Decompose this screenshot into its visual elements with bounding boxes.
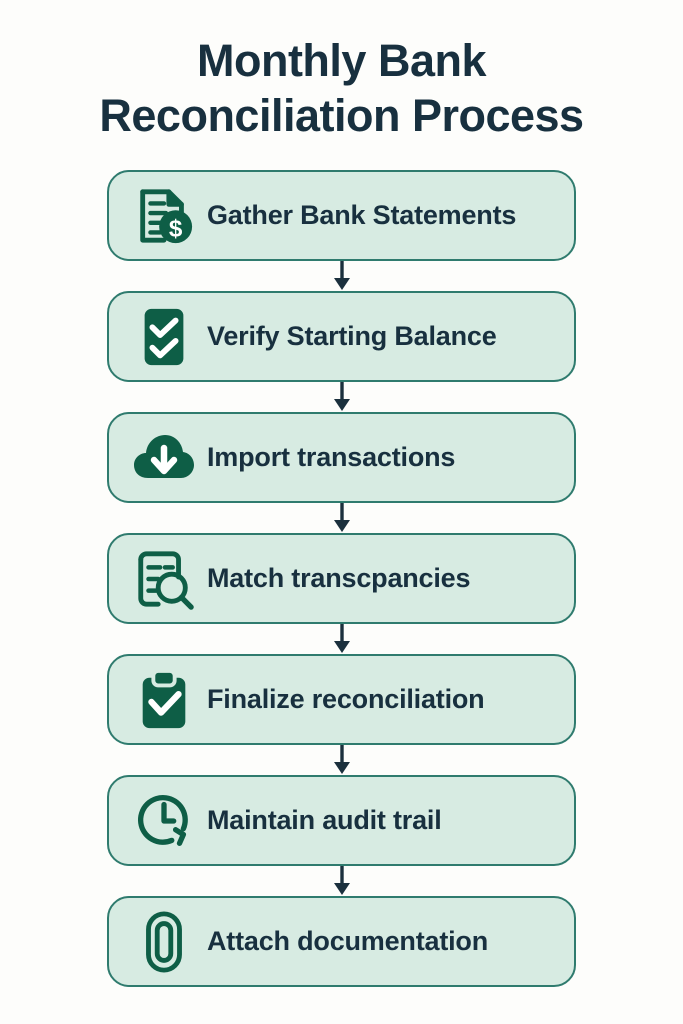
arrow-down-icon (107, 866, 576, 896)
flow-step-label-1: Gather Bank Statements (207, 200, 517, 230)
flow-step-card-3[interactable]: Import transactions (107, 412, 576, 503)
step-wrapper-6: Maintain audit trail (107, 775, 576, 866)
cloud-download-icon (131, 425, 197, 491)
step-wrapper-2: Verify Starting Balance (107, 291, 576, 382)
flow-step-card-4[interactable]: Match transcpancies (107, 533, 576, 624)
clipboard-check-icon (131, 667, 197, 733)
flow-step-label-7: Attach documentation (207, 926, 489, 956)
document-dollar-icon: $ (131, 183, 197, 249)
arrow-down-icon (107, 382, 576, 412)
flow-step-label-3: Import transactions (207, 442, 456, 472)
step-wrapper-5: Finalize reconciliation (107, 654, 576, 745)
flow-step-card-5[interactable]: Finalize reconciliation (107, 654, 576, 745)
process-flow-list: $ Gather Bank Statements (107, 170, 576, 987)
arrow-down-icon (107, 261, 576, 291)
flow-step-label-5: Finalize reconciliation (207, 684, 485, 714)
page-title: Monthly Bank Reconciliation Process (0, 33, 683, 143)
arrow-down-icon (107, 745, 576, 775)
flow-step-card-7[interactable]: Attach documentation (107, 896, 576, 987)
flow-step-card-6[interactable]: Maintain audit trail (107, 775, 576, 866)
checklist-double-check-icon (131, 304, 197, 370)
step-wrapper-3: Import transactions (107, 412, 576, 503)
flow-step-label-2: Verify Starting Balance (207, 321, 497, 351)
flow-step-card-2[interactable]: Verify Starting Balance (107, 291, 576, 382)
flow-step-label-6: Maintain audit trail (207, 805, 442, 835)
arrow-down-icon (107, 624, 576, 654)
page-title-line-1: Monthly Bank (196, 35, 487, 86)
step-wrapper-4: Match transcpancies (107, 533, 576, 624)
flow-step-label-4: Match transcpancies (207, 563, 471, 593)
step-wrapper-1: $ Gather Bank Statements (107, 170, 576, 261)
page-title-line-2: Reconciliation Process (99, 90, 584, 141)
flow-step-card-1[interactable]: $ Gather Bank Statements (107, 170, 576, 261)
arrow-down-icon (107, 503, 576, 533)
clock-history-icon (131, 788, 197, 854)
step-wrapper-7: Attach documentation (107, 896, 576, 987)
paperclip-icon (131, 909, 197, 975)
svg-text:$: $ (169, 215, 183, 242)
document-search-icon (131, 546, 197, 612)
